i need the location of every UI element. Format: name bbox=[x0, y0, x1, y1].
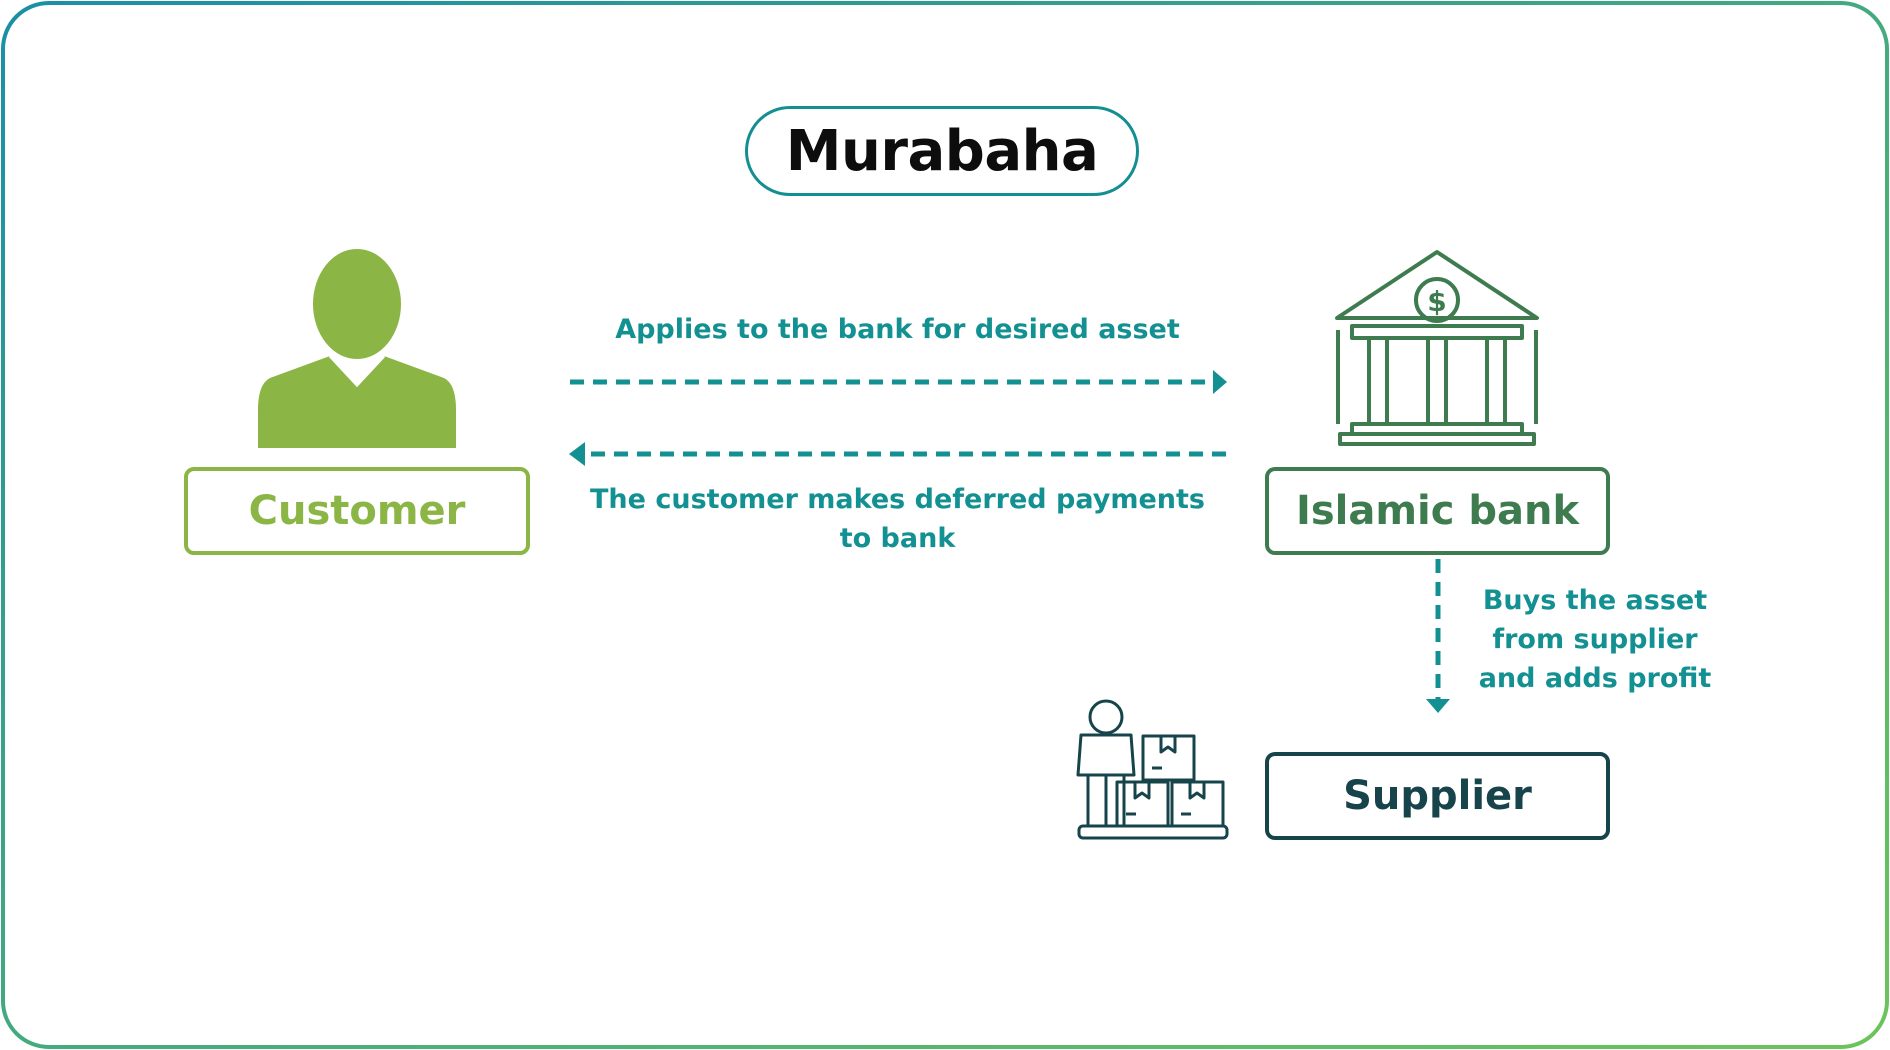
worker-with-boxes-icon bbox=[1076, 699, 1229, 840]
payments-label: The customer makes deferred payments to … bbox=[590, 484, 1205, 554]
page-title: Murabaha bbox=[745, 106, 1139, 196]
customer-node: Customer bbox=[184, 467, 530, 555]
arrow-applies bbox=[570, 370, 1227, 394]
buys-label-line-1: Buys the asset bbox=[1482, 585, 1708, 616]
buys-label-line-2: from supplier bbox=[1492, 624, 1698, 655]
arrow-buys bbox=[1426, 559, 1450, 713]
arrow-payments bbox=[569, 442, 1226, 466]
person-silhouette-icon bbox=[258, 249, 456, 448]
buys-label-line-3: and adds profit bbox=[1478, 663, 1712, 694]
applies-label: Applies to the bank for desired asset bbox=[615, 314, 1180, 345]
islamic-bank-node: Islamic bank bbox=[1265, 467, 1610, 555]
bank-building-icon: $ bbox=[1335, 250, 1539, 446]
supplier-node: Supplier bbox=[1265, 752, 1610, 840]
svg-text:$: $ bbox=[1427, 285, 1446, 318]
buys-label: Buys the asset from supplier and adds pr… bbox=[1460, 581, 1730, 698]
